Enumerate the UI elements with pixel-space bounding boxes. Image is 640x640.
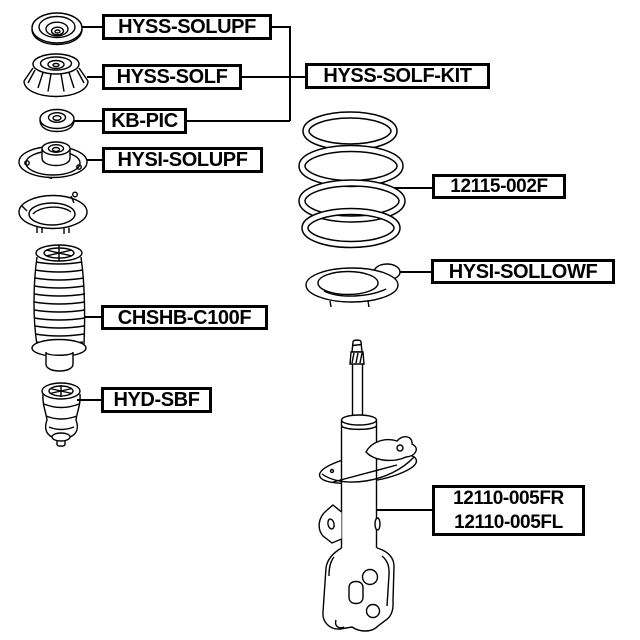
part-label-chshb-c100f[interactable]: CHSHB-C100F [101, 305, 268, 330]
part-label-hyss-solf[interactable]: HYSS-SOLF [102, 64, 242, 90]
washer-drawing [39, 108, 75, 133]
part-label-kb-pic[interactable]: KB-PIC [102, 108, 187, 134]
shock-absorber-strut-drawing [318, 339, 418, 632]
strut-bearing-drawing [31, 12, 83, 46]
part-label-12110-005fl: 12110-005FL [454, 511, 563, 533]
part-label-hyss-solf-kit[interactable]: HYSS-SOLF-KIT [305, 63, 490, 89]
upper-strut-mount-drawing [18, 141, 88, 180]
part-label-12110-005fr: 12110-005FR [453, 487, 564, 509]
dust-boot-drawing [31, 244, 87, 372]
bump-stop-drawing [41, 382, 81, 447]
part-label-12115-002f[interactable]: 12115-002F [432, 174, 566, 199]
coil-spring-drawing [298, 111, 406, 249]
part-label-hysi-sollowf[interactable]: HYSI-SOLLOWF [431, 259, 615, 284]
part-label-hyss-solupf[interactable]: HYSS-SOLUPF [102, 14, 272, 40]
lower-spring-seat-drawing [305, 263, 401, 308]
part-label-hysi-solupf[interactable]: HYSI-SOLUPF [102, 147, 263, 173]
part-label-hyd-sbf[interactable]: HYD-SBF [101, 387, 212, 413]
strut-mount-drawing [23, 53, 89, 98]
part-label-12110-005[interactable]: 12110-005FR 12110-005FL [432, 485, 585, 536]
upper-spring-seat-drawing [18, 191, 88, 234]
